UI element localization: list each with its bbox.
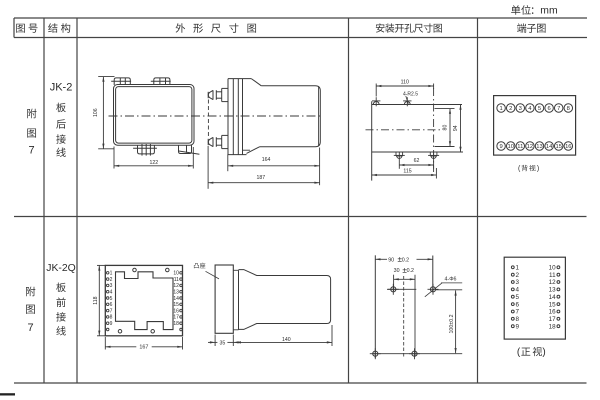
svg-text:10: 10 [173, 271, 179, 277]
svg-text:16: 16 [565, 144, 571, 150]
svg-text:4-R2.5: 4-R2.5 [403, 92, 418, 98]
svg-text:5: 5 [516, 294, 520, 301]
svg-text:7: 7 [27, 322, 33, 334]
svg-text:±: ± [402, 266, 407, 275]
svg-text:167: 167 [139, 345, 148, 351]
svg-text:15: 15 [549, 301, 557, 308]
svg-text:10: 10 [507, 144, 513, 150]
svg-text:2: 2 [509, 106, 512, 112]
svg-text:5: 5 [110, 296, 113, 302]
svg-text:14: 14 [546, 144, 553, 150]
svg-text:9: 9 [110, 321, 113, 327]
svg-text:13: 13 [173, 290, 179, 296]
svg-text:16: 16 [549, 309, 557, 316]
svg-text:106: 106 [93, 108, 99, 117]
svg-text:9: 9 [499, 144, 502, 150]
svg-text:JK-2Q: JK-2Q [46, 263, 75, 274]
svg-text:13: 13 [549, 287, 557, 294]
svg-text:5: 5 [538, 106, 541, 112]
svg-text:35: 35 [220, 340, 226, 346]
svg-text:2: 2 [110, 277, 113, 283]
svg-text:): ) [537, 165, 539, 172]
svg-text:15: 15 [555, 144, 561, 150]
svg-text:187: 187 [256, 175, 265, 181]
svg-text:16: 16 [173, 308, 179, 314]
svg-text:3: 3 [516, 279, 520, 286]
svg-text:11: 11 [549, 272, 556, 279]
svg-text:4: 4 [516, 287, 520, 294]
svg-text:4: 4 [110, 290, 113, 296]
svg-text:62: 62 [414, 158, 420, 164]
svg-text:6: 6 [516, 301, 520, 308]
svg-text:15: 15 [173, 302, 179, 308]
svg-text:±: ± [397, 255, 402, 264]
svg-text:164: 164 [262, 157, 271, 163]
svg-text:3: 3 [519, 106, 522, 112]
svg-text:7: 7 [29, 144, 35, 156]
svg-text:8: 8 [110, 315, 113, 321]
svg-text:14: 14 [173, 296, 179, 302]
svg-text:12: 12 [527, 144, 533, 150]
svg-text:18: 18 [549, 323, 557, 330]
svg-text:94: 94 [453, 125, 459, 131]
svg-text:80: 80 [443, 125, 449, 131]
svg-text:13: 13 [536, 144, 542, 150]
svg-text:100±0.2: 100±0.2 [449, 314, 455, 333]
svg-text:1: 1 [110, 271, 113, 277]
svg-text:12: 12 [549, 279, 557, 286]
svg-text:0.2: 0.2 [402, 257, 409, 263]
svg-text:8: 8 [567, 106, 570, 112]
svg-text:7: 7 [516, 309, 520, 316]
svg-text:17: 17 [549, 316, 557, 323]
svg-text:8: 8 [516, 316, 520, 323]
svg-text:30: 30 [394, 268, 400, 274]
svg-text:(: ( [518, 165, 521, 172]
svg-text:mm: mm [540, 6, 557, 17]
svg-text:7: 7 [557, 106, 560, 112]
svg-text:14: 14 [549, 294, 557, 301]
svg-text:(: ( [517, 347, 521, 358]
svg-text:7: 7 [110, 308, 113, 314]
svg-text:17: 17 [173, 315, 179, 321]
svg-text:4: 4 [528, 106, 532, 112]
svg-text:9: 9 [516, 323, 520, 330]
svg-text:11: 11 [174, 277, 179, 283]
svg-text:): ) [542, 347, 545, 358]
svg-text:118: 118 [93, 296, 99, 304]
svg-text:4-Φ6: 4-Φ6 [445, 277, 457, 283]
svg-text:115: 115 [403, 169, 411, 175]
svg-text:0.2: 0.2 [407, 268, 414, 274]
svg-text:122: 122 [149, 160, 158, 166]
svg-text:11: 11 [517, 144, 523, 150]
svg-text:JK-2: JK-2 [50, 81, 73, 93]
svg-text:3: 3 [110, 283, 113, 289]
svg-text:18: 18 [173, 321, 179, 327]
svg-text:1: 1 [516, 265, 520, 272]
svg-text:2: 2 [516, 272, 520, 279]
svg-text:140: 140 [282, 337, 291, 343]
svg-text:12: 12 [173, 283, 179, 289]
svg-text:90: 90 [388, 257, 394, 263]
svg-text:110: 110 [401, 79, 409, 85]
svg-text:6: 6 [547, 106, 550, 112]
svg-text:1: 1 [499, 106, 502, 112]
svg-text:6: 6 [110, 302, 113, 308]
svg-text:10: 10 [549, 265, 557, 272]
